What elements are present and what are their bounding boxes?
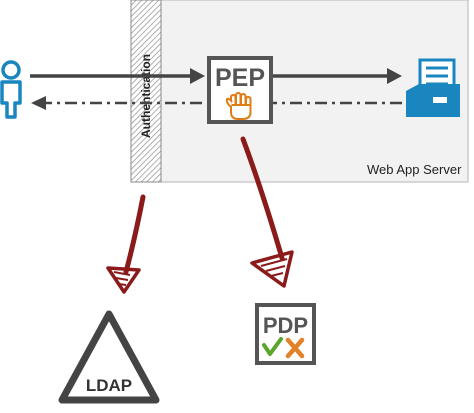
authentication-strip: Authentication xyxy=(130,0,162,183)
cross-icon xyxy=(285,337,305,359)
user-icon xyxy=(0,60,22,119)
ldap-triangle: LDAP xyxy=(58,310,160,404)
pdp-box: PDP xyxy=(255,303,316,365)
pep-label: PEP xyxy=(215,64,265,92)
pdp-query-arrow xyxy=(240,136,294,288)
web-app-icon xyxy=(406,58,460,117)
authentication-label: Authentication xyxy=(139,54,153,138)
request-arrow-user-to-pep xyxy=(30,68,205,84)
request-arrow-pep-to-app xyxy=(272,68,402,84)
checkmark-icon xyxy=(262,337,283,356)
ldap-label: LDAP xyxy=(86,376,132,395)
ldap-query-arrow xyxy=(106,194,146,294)
pdp-label: PDP xyxy=(263,313,308,338)
hand-stop-icon xyxy=(225,92,252,120)
web-app-server-label: Web App Server xyxy=(367,162,462,177)
pep-box: PEP xyxy=(207,56,273,124)
